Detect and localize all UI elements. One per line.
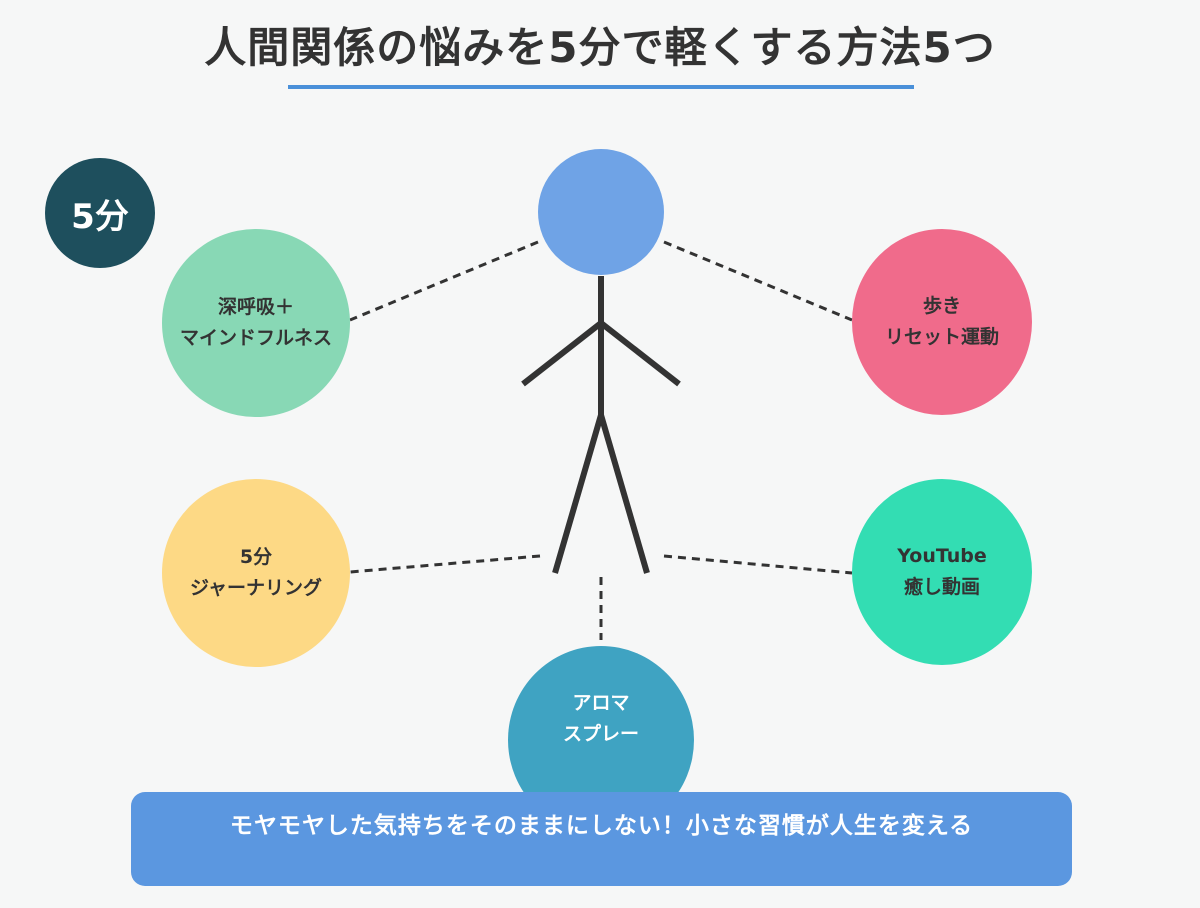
method-aroma-line2: スプレー — [562, 723, 639, 745]
method-youtube-circle: YouTube 癒し動画 — [852, 479, 1032, 665]
method-walking-line1: 歩き — [922, 295, 961, 317]
connector-breathing — [349, 240, 539, 322]
method-journaling-line2: ジャーナリング — [189, 577, 323, 599]
method-breathing-line2: マインドフルネス — [179, 327, 332, 349]
message-banner: モヤモヤした気持ちをそのままにしない！小さな習慣が人生を変える — [131, 792, 1072, 886]
figure-left-leg — [552, 414, 604, 574]
figure-right-arm — [599, 320, 681, 387]
figure-right-leg — [598, 414, 650, 574]
figure-left-arm — [521, 320, 603, 387]
method-aroma-line1: アロマ — [572, 692, 630, 714]
connector-youtube — [663, 554, 853, 575]
method-walking-line2: リセット運動 — [884, 326, 999, 348]
figure-head — [538, 149, 664, 275]
method-youtube-line1: YouTube — [897, 545, 987, 567]
page-title: 人間関係の悩みを5分で軽くする方法5つ — [204, 23, 996, 72]
method-walking-circle: 歩き リセット運動 — [852, 229, 1032, 415]
connector-journaling — [349, 554, 541, 574]
method-breathing-line1: 深呼吸＋ — [217, 296, 294, 318]
method-journaling-line1: 5分 — [239, 546, 273, 568]
title-underline — [288, 85, 914, 89]
time-badge: 5分 — [45, 158, 155, 268]
method-youtube-line2: 癒し動画 — [903, 576, 980, 598]
connector-walking — [663, 240, 853, 322]
method-journaling-circle: 5分 ジャーナリング — [162, 479, 350, 667]
method-breathing-circle: 深呼吸＋ マインドフルネス — [162, 229, 350, 417]
